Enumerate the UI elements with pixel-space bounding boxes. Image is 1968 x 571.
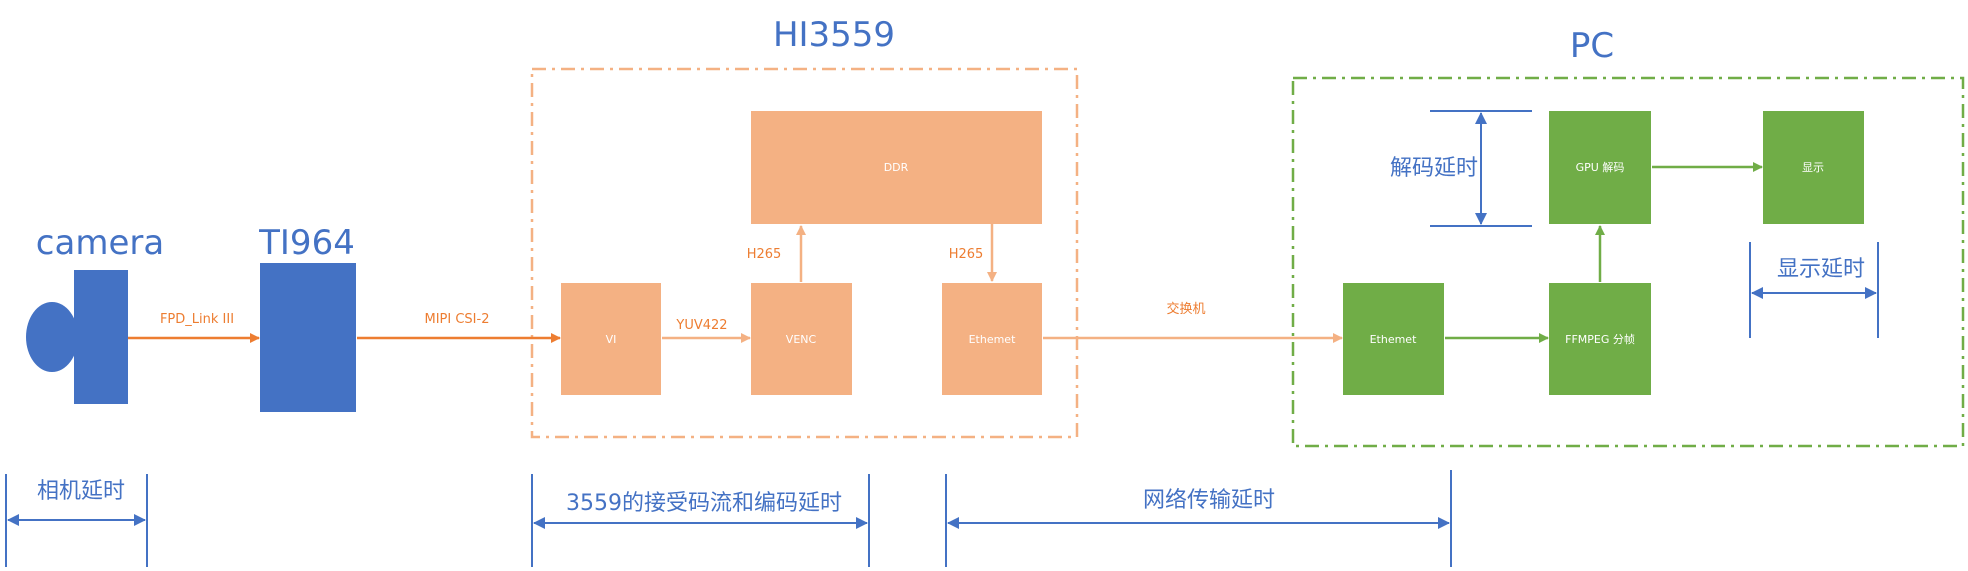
ffmpeg-box xyxy=(1549,283,1651,395)
network-latency-label: 网络传输延时 xyxy=(1143,488,1275,513)
camera-latency-label: 相机延时 xyxy=(37,479,125,504)
h265-down-label: H265 xyxy=(949,247,984,262)
network-latency-measure: 网络传输延时 xyxy=(945,470,1452,567)
decode-latency-measure: 解码延时 xyxy=(1390,110,1532,227)
camera-title: camera xyxy=(36,223,164,263)
display-box xyxy=(1763,111,1864,224)
display-label: 显示 xyxy=(1802,161,1824,174)
ti964-box xyxy=(260,263,356,412)
eth-hi-label: Ethemet xyxy=(969,333,1016,346)
venc-label: VENC xyxy=(786,333,817,346)
pc-title: PC xyxy=(1570,26,1614,66)
decode-latency-label: 解码延时 xyxy=(1390,156,1478,181)
yuv-label: YUV422 xyxy=(675,318,727,333)
eth-pc-label: Ethemet xyxy=(1370,333,1417,346)
h265-up-label: H265 xyxy=(747,247,782,262)
eth-hi-box xyxy=(942,283,1042,395)
display-latency-label: 显示延时 xyxy=(1777,257,1865,282)
ffmpeg-label: FFMPEG 分帧 xyxy=(1565,332,1635,346)
switch-label: 交换机 xyxy=(1166,301,1205,317)
fpd-link-label: FPD_Link III xyxy=(160,312,234,327)
hi3559-latency-label: 3559的接受码流和编码延时 xyxy=(566,491,842,516)
ddr-box xyxy=(751,111,1042,224)
venc-box xyxy=(751,283,852,395)
eth-pc-box xyxy=(1343,283,1444,395)
pc-region xyxy=(1291,76,1965,448)
vi-box xyxy=(561,283,661,395)
mipi-label: MIPI CSI-2 xyxy=(425,312,490,327)
gpu-label: GPU 解码 xyxy=(1576,160,1625,174)
vi-label: VI xyxy=(606,333,617,346)
hi3559-title: HI3559 xyxy=(773,15,895,55)
camera-body xyxy=(74,270,128,404)
camera-latency-measure: 相机延时 xyxy=(5,474,148,567)
gpu-box xyxy=(1549,111,1651,224)
hi3559-latency-measure: 3559的接受码流和编码延时 xyxy=(531,474,870,567)
display-latency-measure: 显示延时 xyxy=(1749,242,1879,338)
camera-lens xyxy=(26,302,78,372)
ti964-title: TI964 xyxy=(258,223,355,263)
ddr-label: DDR xyxy=(884,161,909,174)
hi3559-region xyxy=(530,67,1079,439)
